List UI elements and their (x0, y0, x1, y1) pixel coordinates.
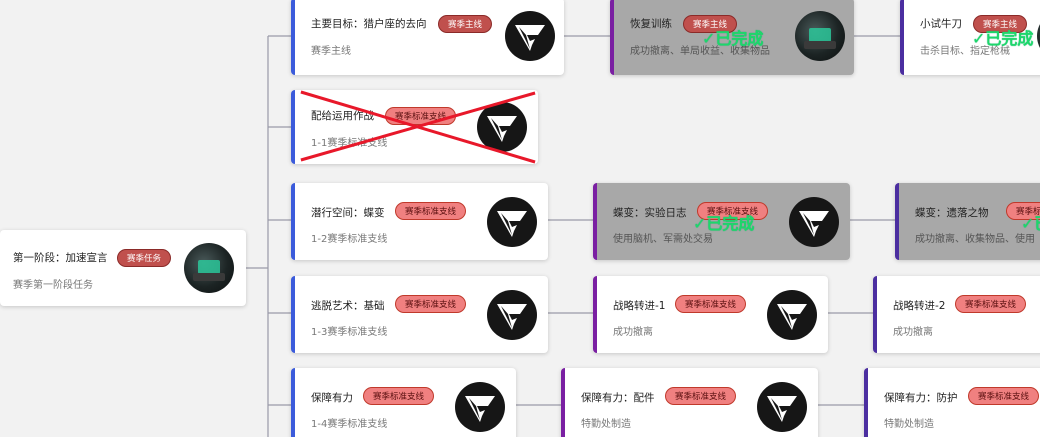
quest-node-strong-support[interactable]: 保障有力 赛季标准支线 1-4赛季标准支线 (291, 368, 516, 437)
node-title: 蝶变：遗落之物 (915, 207, 989, 219)
g-emblem-icon (487, 197, 537, 247)
quest-node-ration-operation[interactable]: 配给运用作战 赛季标准支线 1-1赛季标准支线 (291, 90, 538, 164)
node-badge: 赛季标准支线 (395, 202, 467, 220)
quest-node-main-goal[interactable]: 主要目标：猎户座的去向 赛季主线 赛季主线 (291, 0, 564, 75)
node-desc: 成功撤离、收集物品、使用 (915, 234, 1035, 245)
quest-node-escape-art[interactable]: 逃脱艺术：基础 赛季标准支线 1-3赛季标准支线 (291, 276, 548, 353)
node-badge: 赛季主线 (438, 15, 493, 33)
quest-node-support-attachments[interactable]: 保障有力：配件 赛季标准支线 特勤处制造 (561, 368, 818, 437)
node-title: 战略转进-1 (613, 300, 666, 312)
node-badge: 赛季标准支线 (697, 202, 769, 220)
node-desc: 赛季主线 (311, 46, 351, 57)
node-desc: 特勤处制造 (884, 419, 934, 430)
node-badge: 赛季标准支线 (385, 107, 457, 125)
node-badge: 赛季主线 (683, 15, 738, 33)
quest-node-lost-items[interactable]: 蝶变：遗落之物 赛季标准支线 成功撤离、收集物品、使用 ✓已完成 (895, 183, 1040, 260)
g-emblem-icon (767, 290, 817, 340)
node-desc: 成功撤离 (893, 327, 933, 338)
quest-node-recovery-training[interactable]: 恢复训练 赛季主线 成功撤离、单局收益、收集物品 ✓已完成 (610, 0, 854, 75)
node-desc: 1-4赛季标准支线 (311, 419, 388, 430)
node-badge: 赛季标准支线 (363, 387, 435, 405)
node-badge: 赛季标准支线 (968, 387, 1040, 405)
node-title: 保障有力 (311, 392, 353, 404)
quest-node-strategic-shift-2[interactable]: 战略转进-2 赛季标准支线 成功撤离 (873, 276, 1040, 353)
node-title: 配给运用作战 (311, 110, 374, 122)
completed-label: ✓已完成 (1021, 214, 1040, 233)
node-desc: 击杀目标、指定枪械 (920, 46, 1010, 57)
quest-node-stealth-space[interactable]: 潜行空间：蝶变 赛季标准支线 1-2赛季标准支线 (291, 183, 548, 260)
node-badge: 赛季标准支线 (955, 295, 1027, 313)
node-desc: 特勤处制造 (581, 419, 631, 430)
node-badge: 赛季标准支线 (1006, 202, 1040, 220)
node-title: 保障有力：配件 (581, 392, 655, 404)
g-emblem-icon (487, 290, 537, 340)
g-emblem-icon (757, 382, 807, 432)
completed-label: ✓已完成 (972, 29, 1034, 48)
node-badge: 赛季标准支线 (665, 387, 737, 405)
quest-node-first-try[interactable]: 小试牛刀 赛季主线 击杀目标、指定枪械 ✓已完成 (900, 0, 1040, 75)
device-thumbnail (795, 11, 845, 61)
g-emblem-icon (455, 382, 505, 432)
device-thumbnail (1037, 11, 1040, 61)
node-desc: 使用脑机、军需处交易 (613, 234, 713, 245)
node-title: 逃脱艺术：基础 (311, 300, 385, 312)
node-title: 战略转进-2 (893, 300, 946, 312)
node-title: 主要目标：猎户座的去向 (311, 18, 427, 30)
g-emblem-icon (789, 197, 839, 247)
node-badge: 赛季任务 (117, 249, 172, 267)
completed-label: ✓已完成 (702, 29, 764, 48)
node-title: 小试牛刀 (920, 18, 962, 30)
quest-node-experiment-log[interactable]: 蝶变：实验日志 赛季标准支线 使用脑机、军需处交易 ✓已完成 (593, 183, 850, 260)
node-desc: 1-3赛季标准支线 (311, 327, 388, 338)
g-emblem-icon (505, 11, 555, 61)
node-title: 潜行空间：蝶变 (311, 207, 385, 219)
node-title: 恢复训练 (630, 18, 672, 30)
node-badge: 赛季标准支线 (395, 295, 467, 313)
quest-node-strategic-shift-1[interactable]: 战略转进-1 赛季标准支线 成功撤离 (593, 276, 828, 353)
node-badge: 赛季标准支线 (675, 295, 747, 313)
node-title: 蝶变：实验日志 (613, 207, 687, 219)
node-desc: 1-2赛季标准支线 (311, 234, 388, 245)
completed-label: ✓已完成 (693, 214, 755, 233)
node-desc: 1-1赛季标准支线 (311, 138, 388, 149)
node-desc: 成功撤离、单局收益、收集物品 (630, 46, 770, 57)
g-emblem-icon (477, 102, 527, 152)
node-title: 第一阶段：加速宣言 (13, 252, 108, 264)
quest-node-root[interactable]: 第一阶段：加速宣言 赛季任务 赛季第一阶段任务 (0, 230, 246, 306)
device-thumbnail (184, 243, 234, 293)
node-desc: 成功撤离 (613, 327, 653, 338)
node-title: 保障有力：防护 (884, 392, 958, 404)
node-desc: 赛季第一阶段任务 (13, 280, 93, 291)
quest-node-support-protection[interactable]: 保障有力：防护 赛季标准支线 特勤处制造 (864, 368, 1040, 437)
node-badge: 赛季主线 (973, 15, 1028, 33)
